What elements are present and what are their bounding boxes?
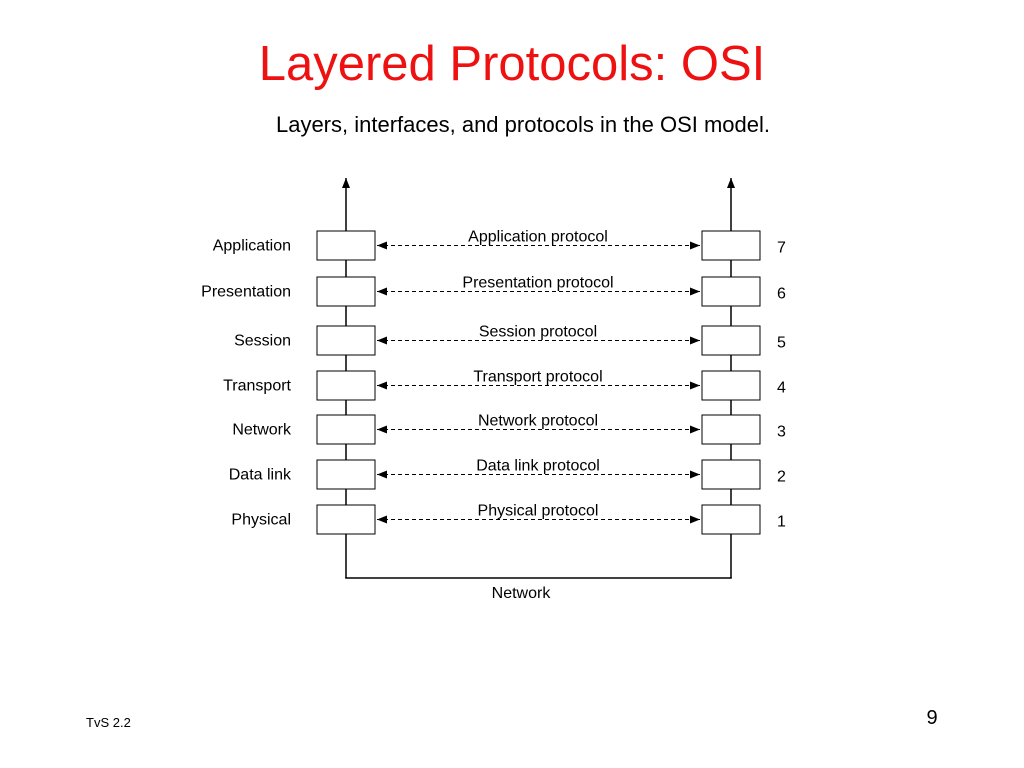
layer-number-label: 3 bbox=[777, 424, 786, 441]
right-layer-box bbox=[701, 276, 761, 307]
layer-number-label: 4 bbox=[777, 380, 786, 397]
protocol-label: Transport protocol bbox=[473, 369, 602, 386]
left-layer-box bbox=[316, 370, 376, 401]
left-layer-box bbox=[316, 414, 376, 445]
left-layer-box bbox=[316, 276, 376, 307]
left-layer-box bbox=[316, 325, 376, 356]
right-layer-box bbox=[701, 504, 761, 535]
footer-text: TvS 2.2 bbox=[86, 715, 131, 730]
layer-name-label: Application bbox=[213, 238, 291, 255]
protocol-label: Session protocol bbox=[479, 324, 597, 341]
protocol-label: Network protocol bbox=[478, 413, 598, 430]
page-number: 9 bbox=[926, 707, 938, 729]
right-layer-box bbox=[701, 230, 761, 261]
right-layer-box bbox=[701, 325, 761, 356]
network-line bbox=[345, 577, 732, 579]
left-host-stack bbox=[316, 178, 376, 578]
protocol-label: Physical protocol bbox=[478, 503, 599, 520]
layer-name-label: Presentation bbox=[201, 284, 291, 301]
protocol-label: Data link protocol bbox=[476, 458, 600, 475]
layer-name-label: Data link bbox=[229, 467, 292, 484]
right-host-stack bbox=[701, 178, 761, 578]
layer-name-label: Physical bbox=[231, 512, 291, 529]
layer-number-label: 7 bbox=[777, 240, 786, 257]
layer-name-label: Session bbox=[234, 333, 291, 350]
right-layer-box bbox=[701, 370, 761, 401]
layer-name-label: Network bbox=[232, 422, 292, 439]
protocol-label: Application protocol bbox=[468, 229, 608, 246]
layer-number-label: 5 bbox=[777, 335, 786, 352]
layer-number-label: 6 bbox=[777, 286, 786, 303]
layer-number-label: 2 bbox=[777, 469, 786, 486]
network-connection: Network bbox=[345, 577, 732, 602]
layer-name-label: Transport bbox=[223, 378, 291, 395]
left-layer-box bbox=[316, 504, 376, 535]
left-layer-box bbox=[316, 230, 376, 261]
left-layer-box bbox=[316, 459, 376, 490]
right-layer-box bbox=[701, 459, 761, 490]
layer-number-label: 1 bbox=[777, 514, 786, 531]
slide-title: Layered Protocols: OSI bbox=[258, 37, 766, 91]
slide-subtitle: Layers, interfaces, and protocols in the… bbox=[275, 112, 771, 137]
protocol-label: Presentation protocol bbox=[462, 275, 613, 292]
right-layer-box bbox=[701, 414, 761, 445]
network-label: Network bbox=[492, 585, 552, 602]
